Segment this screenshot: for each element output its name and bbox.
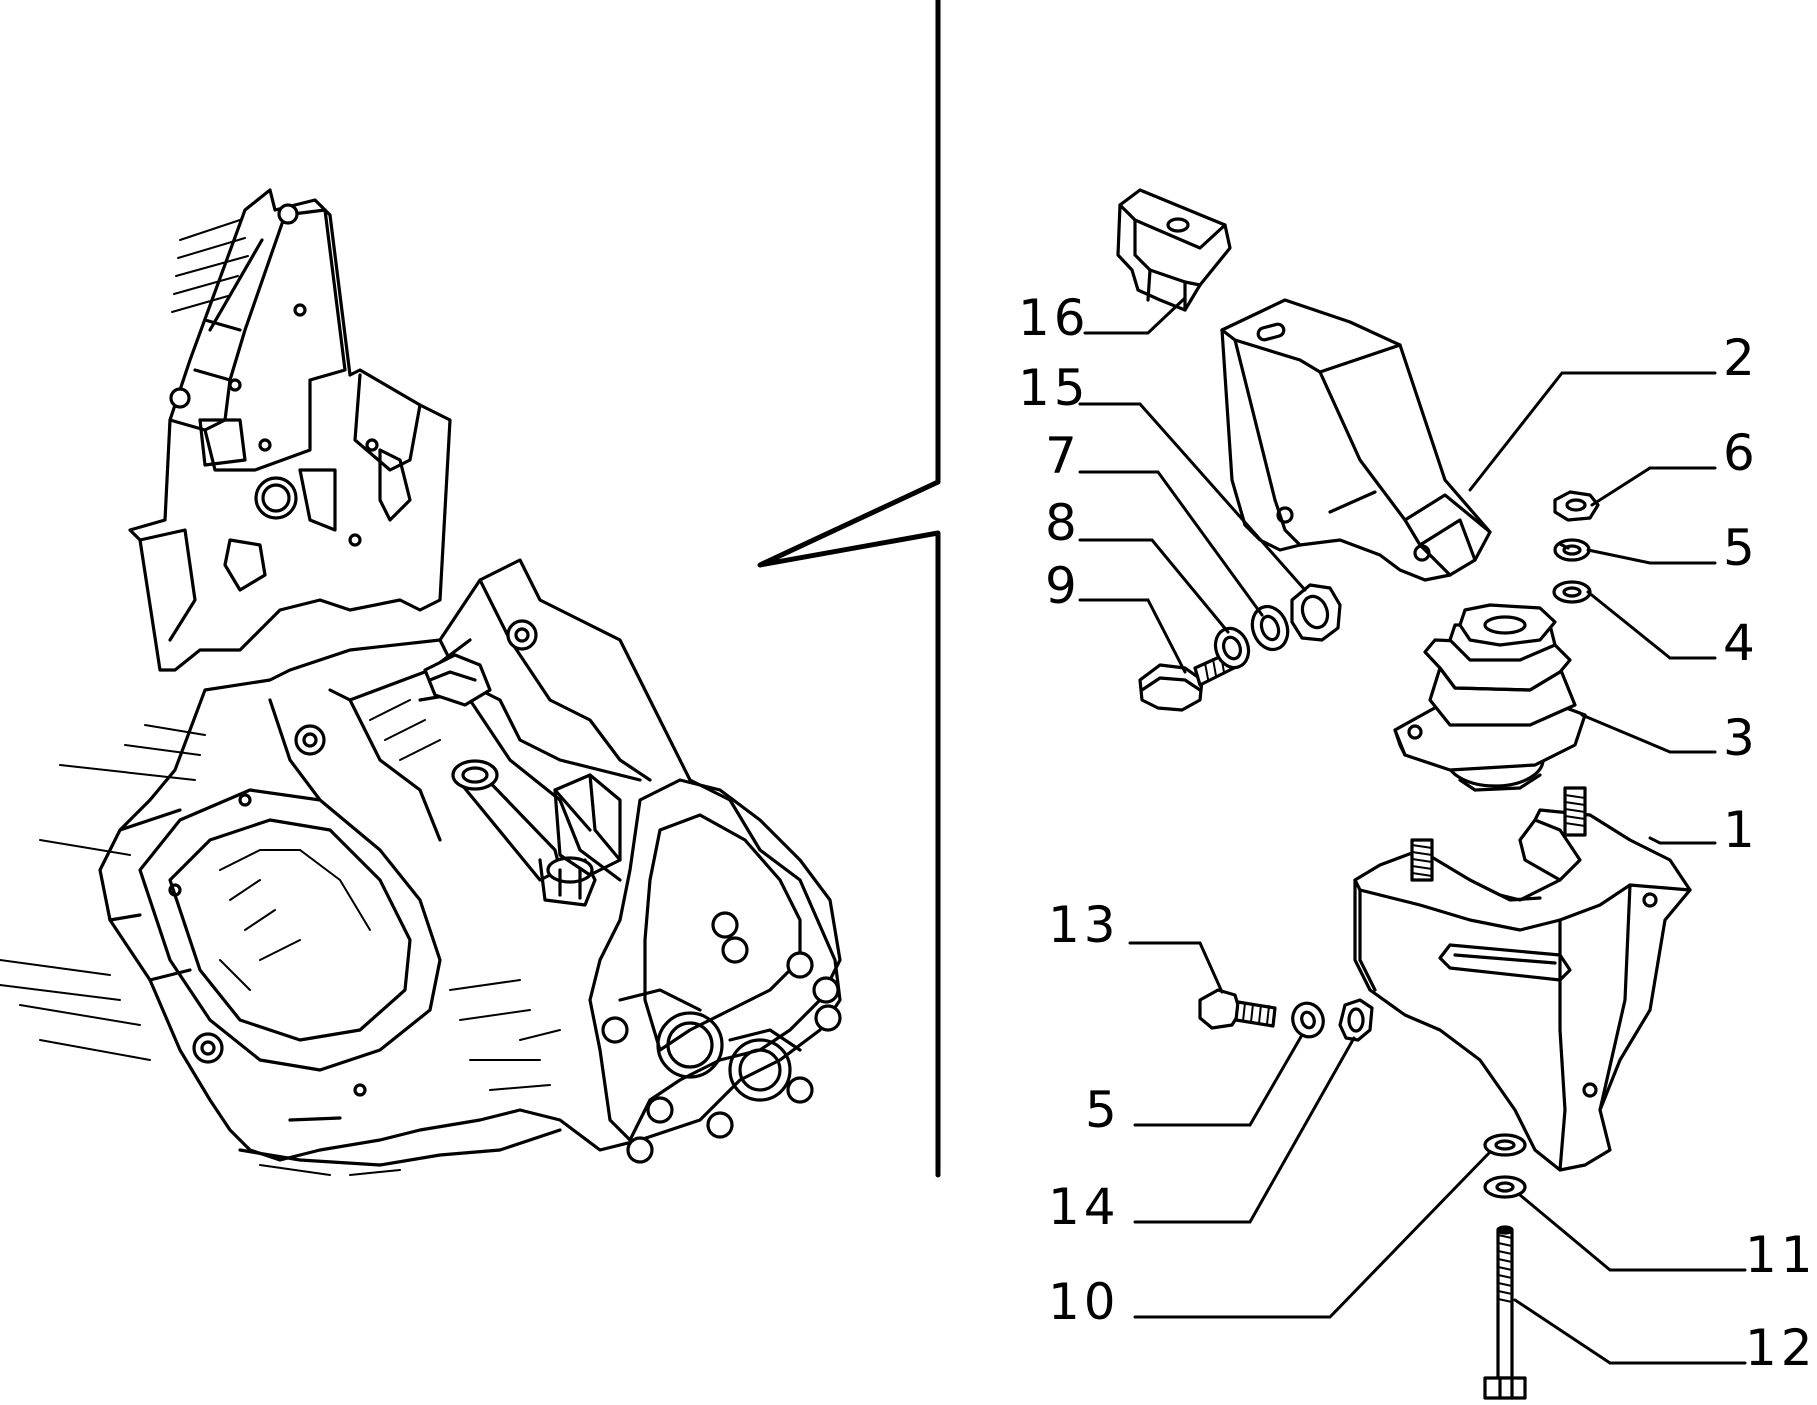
- callout-14: 14: [1048, 1178, 1120, 1236]
- part-5-washer-lower: [1291, 1001, 1325, 1039]
- gearbox-assembly: [0, 188, 842, 1176]
- callout-6: 6: [1723, 424, 1759, 482]
- callout-11: 11: [1745, 1226, 1817, 1284]
- callout-1: 1: [1723, 801, 1759, 859]
- part-12-bolt: [1483, 1225, 1527, 1400]
- part-1-mount-bracket: [1353, 786, 1692, 1172]
- callout-5-upper: 5: [1723, 519, 1759, 577]
- callout-numbers: 16 15 7 8 9 2 6 5 4 3 1 13 5 14 10 11 12: [1018, 289, 1817, 1377]
- part-7-washer: [1250, 604, 1290, 652]
- callout-4: 4: [1723, 614, 1759, 672]
- part-3-rubber-mount: [1393, 603, 1587, 792]
- callout-9: 9: [1045, 557, 1081, 615]
- part-6-nut: [1553, 490, 1600, 522]
- part-2-support-bracket: [1220, 298, 1492, 582]
- part-16-bracket: [1116, 188, 1232, 312]
- part-5-washer-upper: [1553, 538, 1591, 562]
- part-4-washer: [1552, 580, 1592, 604]
- part-14-nut: [1338, 998, 1374, 1042]
- leader-lines: [1078, 296, 1747, 1365]
- callout-13: 13: [1048, 896, 1120, 954]
- part-10-washer: [1483, 1133, 1527, 1157]
- callout-16: 16: [1018, 289, 1090, 347]
- callout-15: 15: [1018, 359, 1090, 417]
- callout-2: 2: [1723, 329, 1759, 387]
- part-15-nut: [1290, 583, 1342, 642]
- callout-8: 8: [1045, 494, 1081, 552]
- callout-10: 10: [1048, 1273, 1120, 1331]
- part-11-washer: [1483, 1175, 1527, 1199]
- callout-3: 3: [1723, 709, 1759, 767]
- detail-pointer-divider: [757, 0, 941, 1178]
- callout-12: 12: [1745, 1319, 1817, 1377]
- callout-5-lower: 5: [1085, 1081, 1121, 1139]
- part-13-bolt: [1198, 988, 1277, 1030]
- callout-7: 7: [1045, 427, 1081, 485]
